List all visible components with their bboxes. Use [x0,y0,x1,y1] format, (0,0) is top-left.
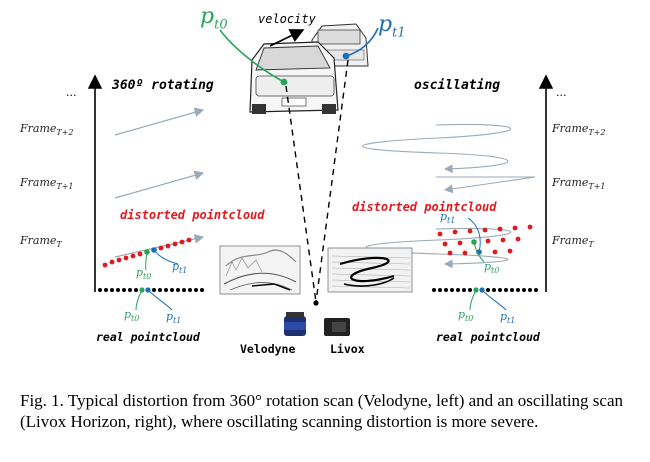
left-distorted-p-t0: pt0 [136,266,152,282]
left-real-p-t0: pt0 [124,308,140,324]
right-real-pointcloud [432,287,538,293]
left-distorted-pointcloud [102,237,192,268]
right-frame-t: FrameT [552,234,594,250]
left-real-leaders [135,289,173,311]
right-distorted-p-t1: pt1 [440,210,456,226]
right-frame-t1: FrameT+1 [552,176,606,192]
right-real-label: real pointcloud [436,330,540,344]
right-ellipsis: ... [556,86,567,99]
left-frame-t1: FrameT+1 [20,176,74,192]
left-frame-t: FrameT [20,234,62,250]
right-header: oscillating [414,78,501,93]
car-rear [249,41,339,114]
left-distorted-p-t1: pt1 [172,260,188,276]
figure-1: 360º rotating oscillating velocity pt0 p… [20,4,606,356]
figure-caption: Fig. 1. Typical distortion from 360° rot… [20,391,624,431]
right-real-p-t1: pt1 [500,310,516,326]
livox-sensor-icon [324,318,350,336]
left-real-label: real pointcloud [96,330,200,344]
p-t1-main-label: pt1 [378,12,406,41]
right-real-p-t0: pt0 [458,308,474,324]
right-frame-t2: FrameT+2 [552,122,606,138]
right-real-leaders [469,289,507,311]
right-distorted-pointcloud [437,224,533,256]
right-distorted-label: distorted pointcloud [352,200,497,214]
right-scan-zigzags [362,123,536,269]
left-distorted-label: distorted pointcloud [120,208,265,222]
left-real-pointcloud [98,287,204,293]
p-t0-main-label: pt0 [200,4,228,33]
right-distorted-leaders [467,217,485,263]
left-scan-arrows [114,107,205,258]
car-points [219,27,379,86]
velodyne-sensor-icon [284,312,306,336]
velocity-arrow [269,29,305,47]
velocity-label: velocity [258,12,316,26]
left-ellipsis: ... [66,86,77,99]
livox-scan-image [327,247,413,293]
velodyne-label: Velodyne [240,342,296,356]
left-frame-t2: FrameT+2 [20,122,74,138]
left-distorted-leaders [145,249,179,271]
sensor-origin [313,300,319,306]
right-distorted-p-t0: pt0 [484,260,500,276]
left-header: 360º rotating [112,78,214,93]
sensor-rays [285,59,349,303]
left-real-p-t1: pt1 [166,310,182,326]
figure-graphics [87,23,554,336]
livox-label: Livox [330,342,365,356]
velodyne-scan-image [219,245,301,295]
